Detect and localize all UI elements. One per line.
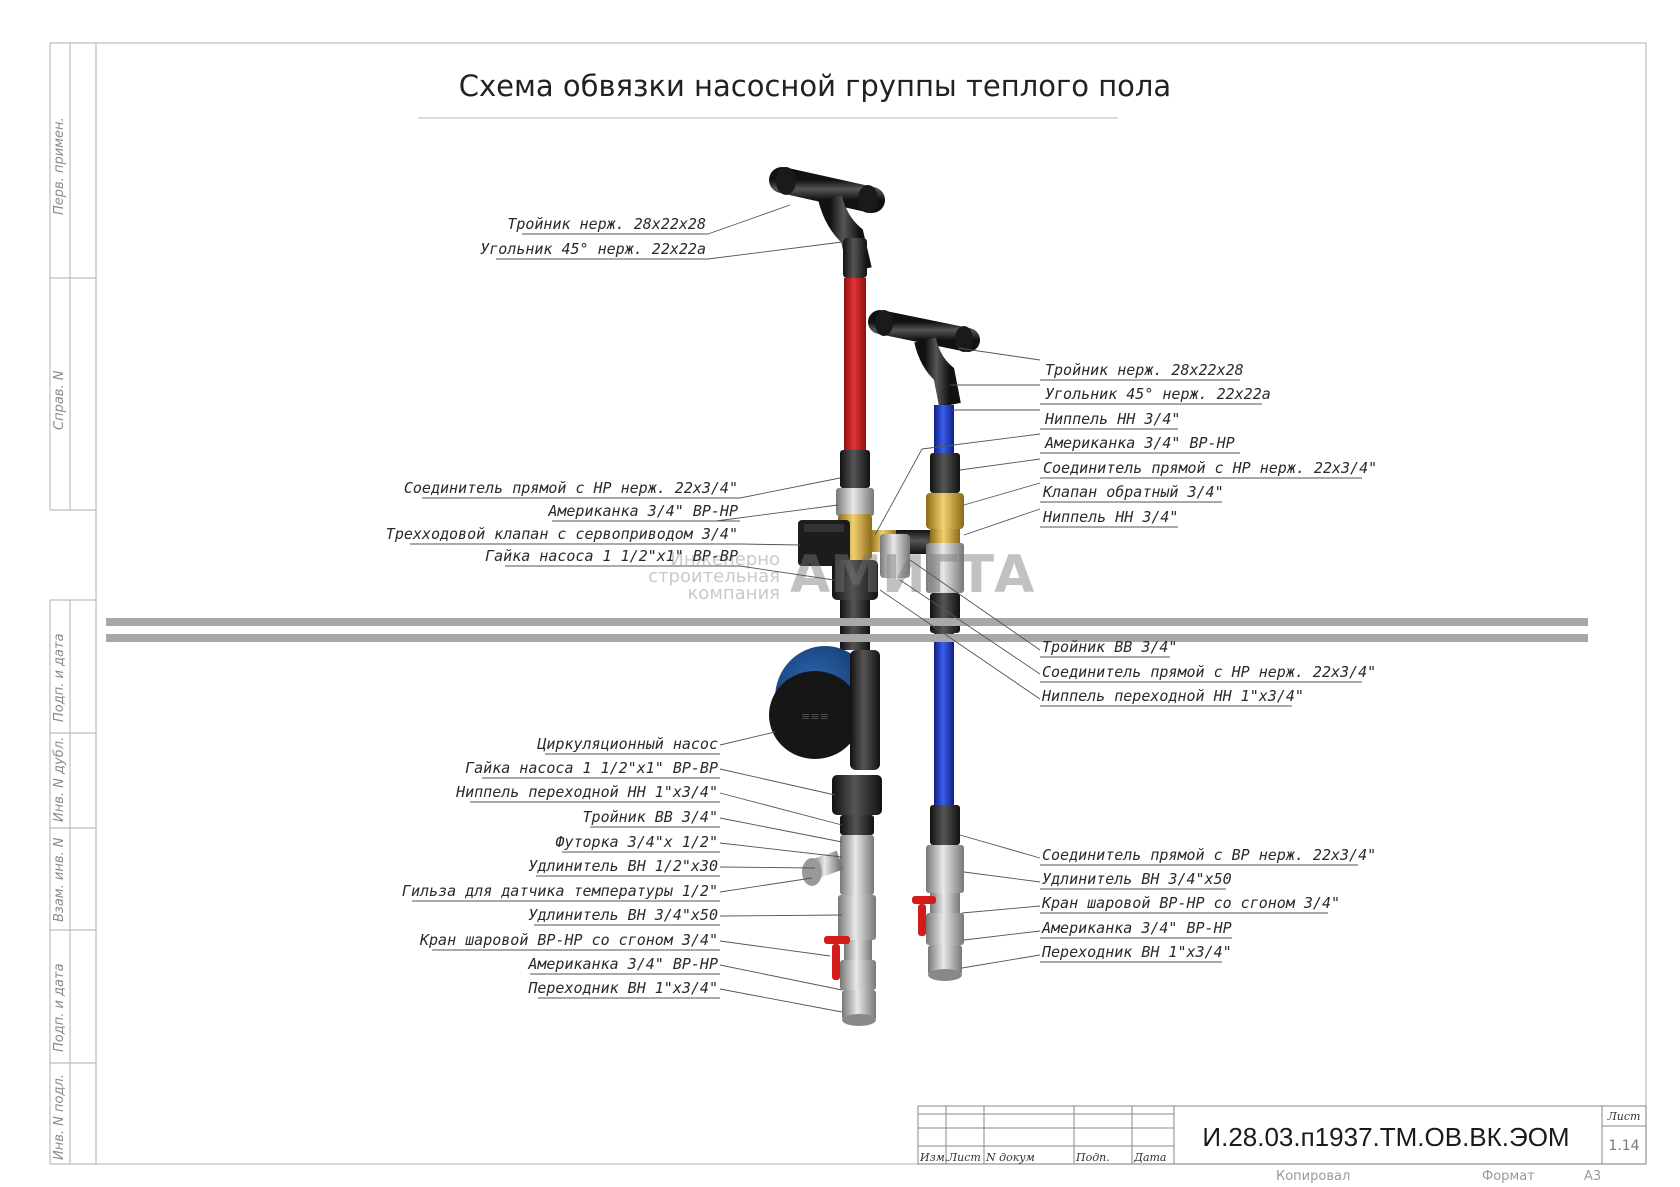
callout-label: Гайка насоса 1 1/2"х1" ВР-ВР bbox=[485, 547, 738, 565]
tb-header: Лист bbox=[947, 1151, 981, 1164]
callout-label: Американка 3/4" ВР-НР bbox=[547, 502, 738, 520]
callout-label: Ниппель переходной НН 1"х3/4" bbox=[1041, 687, 1304, 705]
callout-label: Тройник нерж. 28х22х28 bbox=[1045, 361, 1244, 379]
callout-label: Тройник ВВ 3/4" bbox=[1042, 638, 1177, 656]
side-label: Инв. N дубл. bbox=[52, 737, 67, 822]
callout-label: Переходник ВН 1"х3/4" bbox=[1041, 943, 1232, 961]
callout-label: Циркуляционный насос bbox=[536, 735, 718, 753]
right-check-valve bbox=[926, 493, 964, 529]
callout-label: Соединитель прямой с НР нерж. 22х3/4" bbox=[404, 479, 738, 497]
labels-mid-left: Соединитель прямой с НР нерж. 22х3/4" Ам… bbox=[386, 479, 740, 567]
right-coupler-upper bbox=[930, 453, 960, 493]
copied-label: Копировал bbox=[1276, 1169, 1350, 1184]
svg-text:АМИГТА: АМИГТА bbox=[790, 545, 1034, 605]
svg-text:≡≡≡: ≡≡≡ bbox=[801, 710, 829, 723]
callout-label: Американка 3/4" ВР-НР bbox=[527, 955, 718, 973]
callout-label: Футорка 3/4"х 1/2" bbox=[555, 833, 718, 851]
callout-label: Клапан обратный 3/4" bbox=[1042, 483, 1224, 501]
left-lower-steel bbox=[802, 835, 876, 1026]
left-pump-nut-lower bbox=[832, 775, 882, 815]
callout-label: Гильза для датчика температуры 1/2" bbox=[402, 882, 718, 900]
svg-text:компания: компания bbox=[687, 583, 780, 604]
svg-text:строительная: строительная bbox=[648, 566, 780, 587]
left-ball-valve-handle bbox=[824, 936, 850, 980]
callout-label: Ниппель НН 3/4" bbox=[1044, 410, 1180, 428]
callout-label: Трехходовой клапан с сервоприводом 3/4" bbox=[386, 525, 738, 543]
labels-upper-right: Тройник нерж. 28х22х28 Угольник 45° нерж… bbox=[1040, 361, 1377, 528]
callout-label: Американка 3/4" ВР-НР bbox=[1041, 919, 1232, 937]
tb-header: N докум bbox=[985, 1151, 1035, 1164]
title-block: Изм. Лист N докум Подп. Дата И.28.03.п19… bbox=[917, 1105, 1647, 1184]
callout-label: Американка 3/4" ВР-НР bbox=[1044, 434, 1235, 452]
circulation-pump: ≡≡≡ bbox=[769, 646, 880, 770]
callout-label: Тройник ВВ 3/4" bbox=[583, 808, 718, 826]
callout-label: Соединитель прямой с НР нерж. 22х3/4" bbox=[1042, 663, 1376, 681]
sheet-frame bbox=[49, 42, 1647, 1165]
callout-label: Соединитель прямой с НР нерж. 22х3/4" bbox=[1043, 459, 1377, 477]
right-ball-valve-handle bbox=[912, 896, 936, 936]
side-label: Справ. N bbox=[52, 370, 67, 430]
side-label: Инв. N подл. bbox=[52, 1074, 67, 1160]
right-coupler-lower bbox=[930, 805, 960, 845]
right-tee-steel bbox=[926, 543, 964, 593]
cross-tee-steel bbox=[880, 534, 910, 578]
callout-label: Ниппель НН 3/4" bbox=[1042, 508, 1178, 526]
right-return-pipe-upper bbox=[934, 405, 954, 453]
side-label: Подп. и дата bbox=[52, 633, 67, 722]
left-supply-pipe bbox=[844, 278, 866, 450]
page-title: Схема обвязки насосной группы теплого по… bbox=[459, 69, 1171, 103]
tb-header: Подп. bbox=[1075, 1151, 1110, 1164]
labels-upper-left: Тройник нерж. 28х22х28 Угольник 45° нерж… bbox=[480, 215, 708, 260]
sheet-label: Лист bbox=[1607, 1110, 1641, 1123]
pipe-assembly: ≡≡≡ bbox=[769, 167, 980, 1026]
horizontal-band bbox=[106, 618, 1588, 642]
format-value: А3 bbox=[1584, 1169, 1601, 1184]
callout-label: Переходник ВН 1"х3/4" bbox=[527, 979, 718, 997]
callout-label: Угольник 45° нерж. 22х22а bbox=[1045, 385, 1271, 403]
tb-header: Дата bbox=[1133, 1151, 1167, 1164]
right-return-pipe-lower bbox=[934, 633, 954, 805]
callout-label: Ниппель переходной НН 1"х3/4" bbox=[455, 783, 718, 801]
watermark: Инженерно строительная компания АМИГТА bbox=[648, 545, 1034, 605]
callout-label: Удлинитель ВН 3/4"х50 bbox=[1042, 870, 1232, 888]
document-code: И.28.03.п1937.ТМ.ОВ.ВК.ЭОМ bbox=[1202, 1122, 1569, 1152]
side-label: Подп. и дата bbox=[52, 963, 67, 1052]
labels-lower-left: Циркуляционный насос Гайка насоса 1 1/2"… bbox=[402, 735, 720, 999]
svg-text:Инженерно: Инженерно bbox=[670, 549, 780, 570]
left-top-tee bbox=[769, 167, 885, 278]
tb-header: Изм. bbox=[919, 1151, 948, 1164]
right-nipple-upper bbox=[930, 529, 960, 543]
callout-label: Тройник нерж. 28х22х28 bbox=[507, 215, 706, 233]
leader-lines bbox=[707, 204, 1041, 1013]
side-label: Перв. примен. bbox=[52, 117, 67, 215]
labels-mid-right: Тройник ВВ 3/4" Соединитель прямой с НР … bbox=[1040, 638, 1376, 707]
callout-label: Угольник 45° нерж. 22х22а bbox=[480, 240, 706, 258]
callout-label: Удлинитель ВН 3/4"х50 bbox=[528, 906, 718, 924]
callout-label: Кран шаровой ВР-НР со сгоном 3/4" bbox=[1041, 894, 1340, 912]
format-label: Формат bbox=[1482, 1169, 1535, 1184]
callout-label: Удлинитель ВН 1/2"х30 bbox=[528, 857, 718, 875]
callout-label: Кран шаровой ВР-НР со сгоном 3/4" bbox=[419, 931, 718, 949]
sheet-number: 1.14 bbox=[1608, 1138, 1639, 1154]
left-union-steel bbox=[836, 488, 874, 516]
right-top-tee bbox=[868, 310, 980, 408]
side-label: Взам. инв. N bbox=[52, 837, 67, 922]
left-pump-nut-upper bbox=[832, 560, 878, 600]
right-lower-steel bbox=[926, 845, 964, 981]
labels-lower-right: Соединитель прямой с ВР нерж. 22х3/4" Уд… bbox=[1040, 846, 1376, 963]
callout-label: Соединитель прямой с ВР нерж. 22х3/4" bbox=[1042, 846, 1376, 864]
callout-label: Гайка насоса 1 1/2"х1" ВР-ВР bbox=[465, 759, 718, 777]
left-coupler bbox=[840, 450, 870, 488]
left-nipple-lower bbox=[840, 815, 874, 835]
side-labels: Перв. примен. Справ. N Подп. и дата Инв.… bbox=[52, 117, 67, 1160]
